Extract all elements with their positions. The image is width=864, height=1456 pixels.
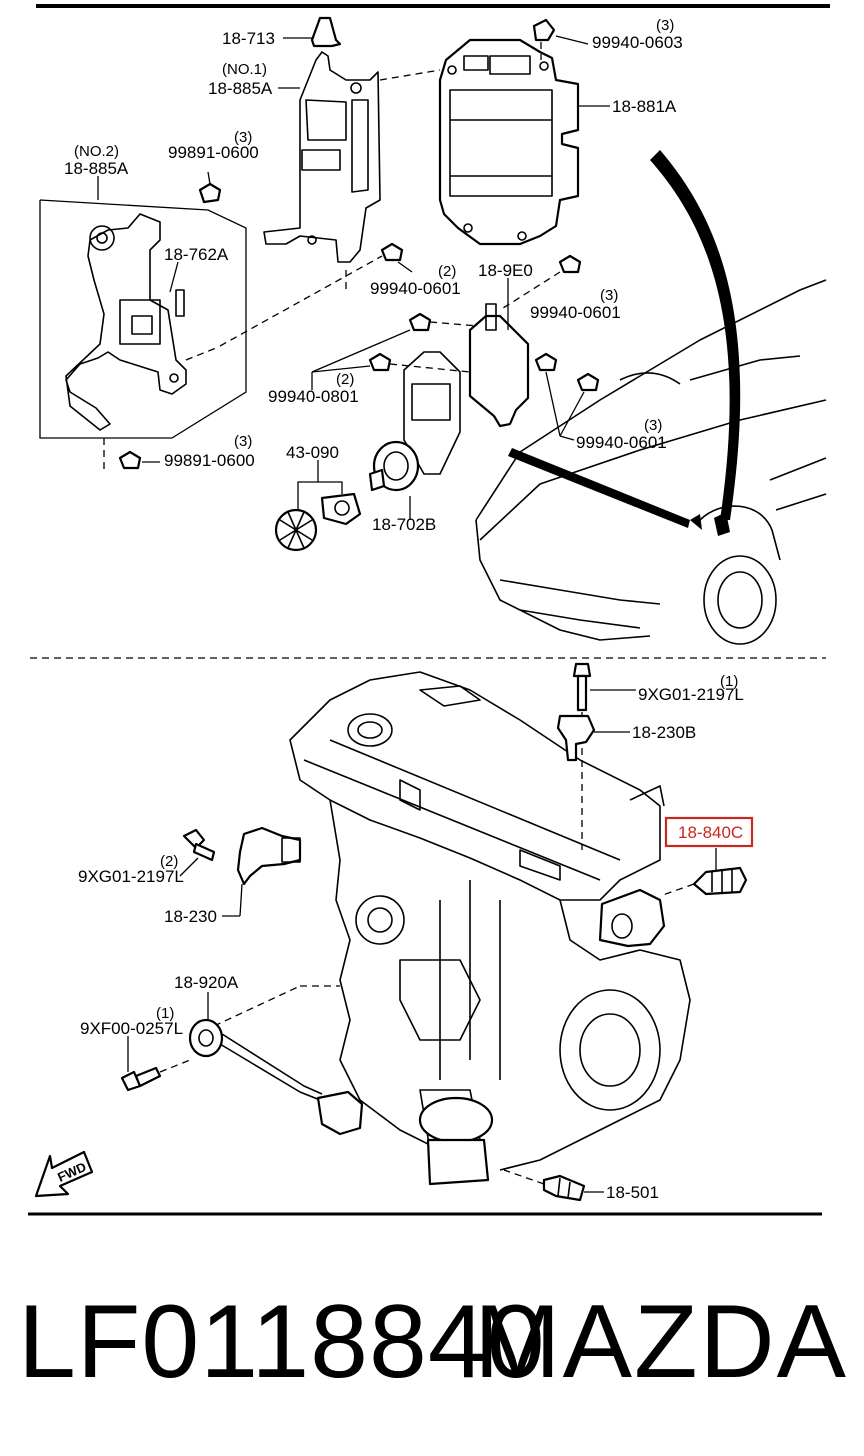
label-18-230: 18-230 (164, 907, 217, 926)
qty-99940-0801: (2) (336, 371, 354, 388)
parts-diagram: 18-713 (NO.1) 18-885A (28, 4, 830, 1216)
label-18-713: 18-713 (222, 29, 275, 48)
label-18-9e0: 18-9E0 (478, 261, 533, 280)
highlight-18-840c: 18-840C (664, 816, 754, 872)
label-no2: (NO.2) (74, 143, 119, 160)
nut-99940-0603-drawing (532, 18, 589, 60)
label-99940-0601-a: 99940-0601 (370, 279, 461, 298)
qty-99940-0601-c: (3) (644, 417, 662, 434)
label-99891-0600-top: 99891-0600 (168, 143, 259, 162)
bolt-99891-0600-top-drawing (198, 171, 222, 204)
upper-section: 18-713 (NO.1) 18-885A (30, 16, 827, 659)
label-18-762a: 18-762A (164, 245, 229, 264)
qty-99891-0600-top: (3) (234, 129, 252, 146)
label-18-230b: 18-230B (632, 723, 696, 742)
label-9xg01-2197l-top: 9XG01-2197L (638, 685, 744, 704)
clip-18-713-drawing (283, 16, 342, 48)
sensor-18-230b-drawing (556, 714, 630, 762)
qty-99940-0603: (3) (656, 17, 674, 34)
bracket-no2-drawing (39, 176, 247, 439)
module-18-9e0-drawing (468, 278, 530, 428)
label-99940-0801: 99940-0801 (268, 387, 359, 406)
sensor-18-501-drawing (503, 1169, 604, 1202)
qty-99940-0601-a: (2) (438, 263, 456, 280)
ecu-18-881a-drawing (438, 38, 610, 246)
label-18-885a-no1: 18-885A (208, 79, 273, 98)
bolt-99940-0801-drawing (311, 312, 479, 390)
label-43-090: 43-090 (286, 443, 339, 462)
label-9xg01-2197l-left: 9XG01-2197L (78, 867, 184, 886)
brand-name: MAZDA (474, 1284, 848, 1400)
fwd-arrow: FWD (34, 1150, 94, 1198)
qty-9xg01-2197l-top: (1) (720, 673, 738, 690)
label-18-885a-no2: 18-885A (64, 159, 129, 178)
filter-43-090-drawing (274, 460, 362, 552)
label-99940-0601-c: 99940-0601 (576, 433, 667, 452)
lower-section: (1) 9XG01-2197L 18-230B 18-840C (2) (28, 662, 822, 1216)
bolt-9xg01-2197l-top-drawing (572, 662, 636, 850)
nut-99940-0601-b-drawing (499, 254, 582, 311)
nut-99940-0601-c-drawing (534, 352, 600, 441)
label-18-920a: 18-920A (174, 973, 239, 992)
qty-9xg01-2197l-left: (2) (160, 853, 178, 870)
label-no1: (NO.1) (222, 61, 267, 78)
label-9xf00-0257l: 9XF00-0257L (80, 1019, 183, 1038)
label-18-702b: 18-702B (372, 515, 436, 534)
label-18-501: 18-501 (606, 1183, 659, 1202)
bracket-no1-drawing (263, 51, 441, 292)
label-99940-0601-b: 99940-0601 (530, 303, 621, 322)
sensor-18-920a-drawing (120, 985, 364, 1136)
car-body-drawing (475, 150, 827, 645)
bolt-99891-0600-bot-drawing (103, 438, 160, 472)
label-99940-0603: 99940-0603 (592, 33, 683, 52)
footer: LF0118840 MAZDA (0, 1290, 864, 1410)
nut-99940-0601-a-drawing (219, 242, 413, 347)
bolt-9xg01-2197l-left-drawing (179, 828, 216, 877)
solenoid-18-702b-drawing (368, 351, 461, 520)
highlight-box (664, 816, 754, 848)
part-number: LF0118840 (18, 1284, 546, 1400)
label-18-840c[interactable]: 18-840C (678, 823, 743, 842)
sensor-18-840c-drawing (598, 866, 748, 948)
engine-block-drawing (289, 671, 691, 1186)
label-18-881a: 18-881A (612, 97, 677, 116)
sensor-18-230-drawing (222, 826, 302, 917)
qty-99891-0600-bot: (3) (234, 433, 252, 450)
qty-99940-0601-b: (3) (600, 287, 618, 304)
qty-9xf00-0257l: (1) (156, 1005, 174, 1022)
label-99891-0600-bot: 99891-0600 (164, 451, 255, 470)
